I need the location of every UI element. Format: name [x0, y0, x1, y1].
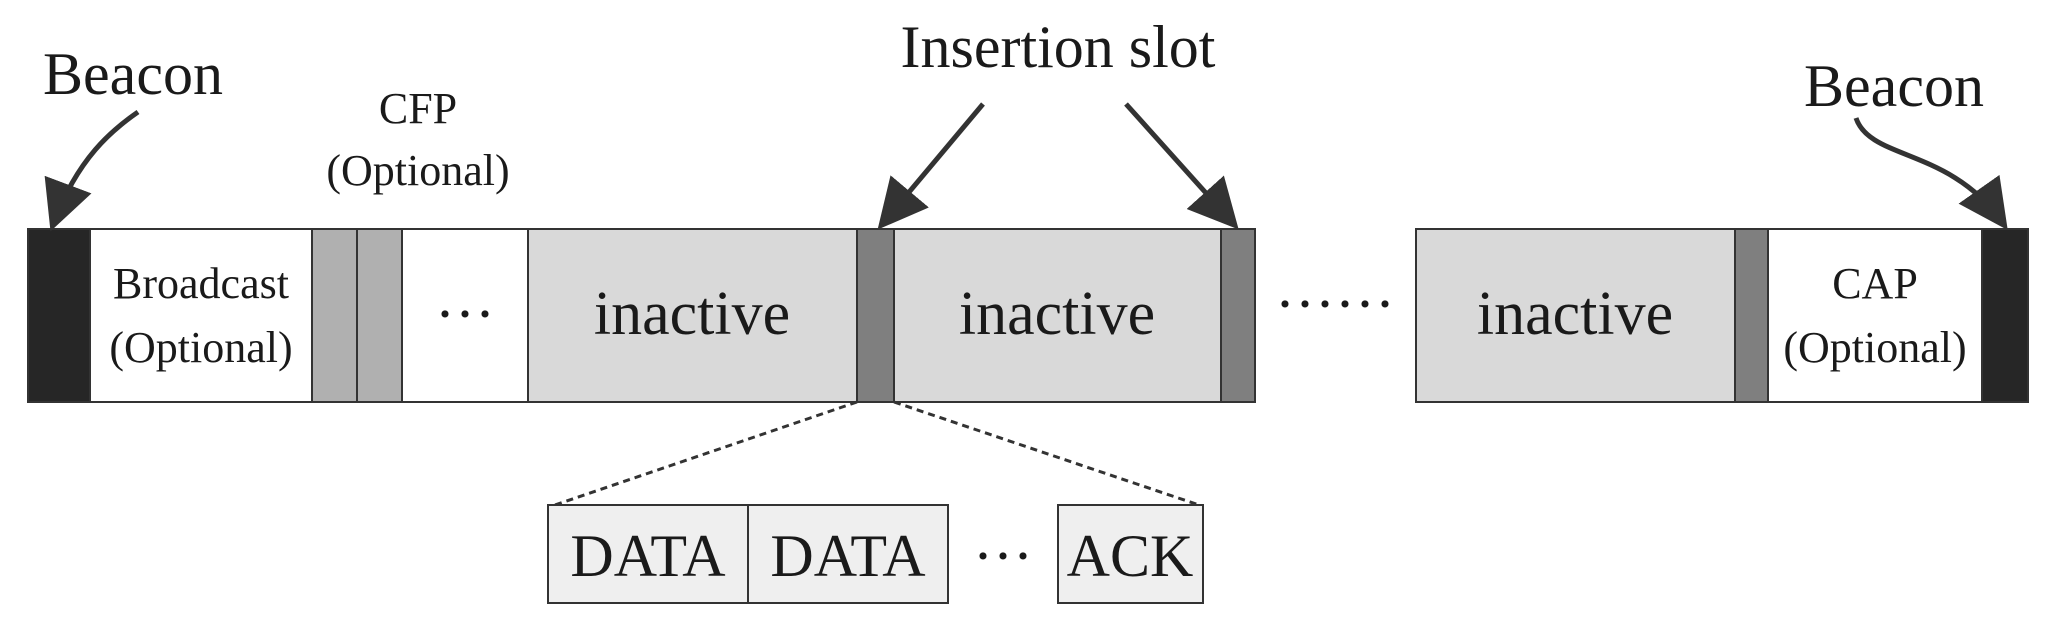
- cfp-ellipsis: ···: [435, 281, 495, 347]
- beacon-right-arrow: [1853, 117, 2008, 231]
- beacon-left-label: Beacon: [43, 41, 223, 107]
- beacon-right-block: [1981, 228, 2029, 403]
- inactive-label-3: inactive: [1477, 280, 1673, 348]
- beacon-left-block: [27, 228, 91, 403]
- expansion-line-right: [893, 400, 1200, 507]
- cap-label-line1: CAP: [1832, 259, 1918, 308]
- insertion-slot-2: [1220, 228, 1256, 403]
- cfp-slot-2: [356, 228, 403, 403]
- cfp-label-line2: (Optional): [326, 146, 509, 195]
- broadcast-block: [89, 228, 313, 403]
- insertion-arrow-1: [877, 102, 985, 230]
- ack-label: ACK: [1067, 523, 1194, 589]
- broadcast-label-line2: (Optional): [109, 323, 292, 372]
- inactive-block-3: [1415, 228, 1736, 403]
- beacon-left-arrow: [44, 109, 140, 232]
- cfp-ellipsis-block: [401, 228, 529, 403]
- cfp-slot-1: [311, 228, 358, 403]
- subframe-ellipsis: ···: [973, 523, 1033, 589]
- data-label-2: DATA: [770, 523, 925, 589]
- data-box-1: [547, 504, 749, 604]
- cfp-label-line1: CFP: [379, 84, 457, 133]
- expansion-line-left: [554, 400, 858, 507]
- cap-block: [1767, 228, 1983, 403]
- inactive-label-1: inactive: [594, 280, 790, 348]
- data-box-2: [747, 504, 949, 604]
- cap-label-line2: (Optional): [1783, 323, 1966, 372]
- ack-box: [1057, 504, 1204, 604]
- insertion-slot-label: Insertion slot: [901, 14, 1216, 80]
- insertion-slot-3: [1734, 228, 1769, 403]
- gap-ellipsis: ······: [1275, 271, 1395, 337]
- insertion-arrow-2: [1124, 102, 1239, 230]
- inactive-label-2: inactive: [959, 280, 1155, 348]
- data-label-1: DATA: [570, 523, 725, 589]
- inactive-block-1: [527, 228, 858, 403]
- beacon-right-label: Beacon: [1804, 53, 1984, 119]
- inactive-block-2: [893, 228, 1222, 403]
- broadcast-label-line1: Broadcast: [113, 259, 289, 308]
- insertion-slot-1: [856, 228, 895, 403]
